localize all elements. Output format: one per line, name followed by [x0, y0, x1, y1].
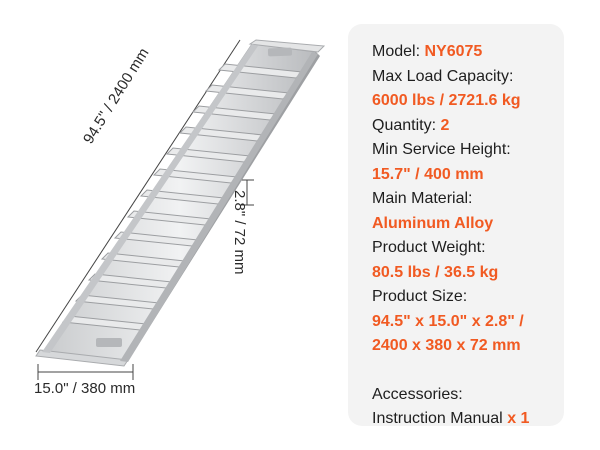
length-dimension-line: [35, 39, 241, 353]
spec-accessories-label: Accessories:: [372, 385, 463, 403]
manual-quantity: x 1: [507, 410, 530, 427]
model-value: NY6075: [424, 43, 483, 60]
spec-material-label: Main Material:: [372, 190, 473, 207]
spec-weight-label: Product Weight:: [372, 239, 486, 256]
height-dimension-label: 2.8" / 72 mm: [231, 190, 248, 275]
quantity-value: 2: [440, 116, 450, 134]
spec-panel: [348, 24, 564, 426]
spec-min-height-value: 15.7" / 400 mm: [372, 165, 484, 183]
spec-weight-value: 80.5 lbs / 36.5 kg: [372, 263, 499, 281]
spec-size-value-1: 94.5" x 15.0" x 2.8" /: [372, 312, 524, 330]
spec-manual: Instruction Manual x 1: [372, 410, 530, 427]
spec-min-height-label: Min Service Height:: [372, 141, 511, 158]
spec-quantity: Quantity: 2: [372, 116, 450, 134]
spec-max-load-label: Max Load Capacity:: [372, 67, 514, 85]
width-dimension-label: 15.0" / 380 mm: [34, 380, 136, 397]
spec-model: Model: NY6075: [372, 43, 483, 60]
spec-size-label: Product Size:: [372, 288, 468, 305]
spec-max-load-value: 6000 lbs / 2721.6 kg: [372, 92, 521, 109]
spec-spacer: [372, 359, 568, 383]
spec-size-value-2: 2400 x 380 x 72 mm: [372, 337, 521, 354]
spec-list: Model: NY6075 Max Load Capacity: 6000 lb…: [372, 40, 568, 432]
spec-material-value: Aluminum Alloy: [372, 214, 494, 232]
